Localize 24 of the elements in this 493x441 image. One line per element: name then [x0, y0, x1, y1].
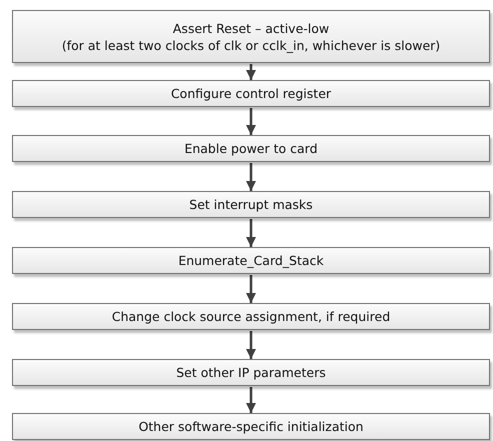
arrow	[246, 64, 256, 80]
step-text: Set other IP parameters	[176, 364, 326, 381]
process-box	[12, 359, 490, 386]
arrow	[246, 331, 256, 359]
arrow	[246, 163, 256, 191]
process-box	[12, 247, 490, 274]
step-text: Change clock source assignment, if required	[112, 308, 390, 325]
process-box	[12, 135, 490, 162]
step-text: Set interrupt masks	[189, 196, 313, 213]
process-box	[12, 413, 490, 440]
arrow	[246, 219, 256, 247]
step-text: Enumerate_Card_Stack	[178, 252, 324, 269]
process-box	[12, 191, 490, 218]
process-box	[12, 10, 490, 63]
step-text: (for at least two clocks of clk or cclk_in, whichever is slower)	[62, 36, 440, 54]
step-text: Configure control register	[170, 85, 332, 102]
arrow	[246, 275, 256, 303]
process-box	[12, 303, 490, 330]
step-text: Assert Reset – active-low	[172, 20, 330, 36]
step-text: Enable power to card	[184, 140, 318, 157]
step-text: Other software-specific initialization	[138, 418, 364, 435]
arrow	[246, 387, 256, 413]
arrow	[246, 108, 256, 135]
process-box	[12, 80, 490, 107]
